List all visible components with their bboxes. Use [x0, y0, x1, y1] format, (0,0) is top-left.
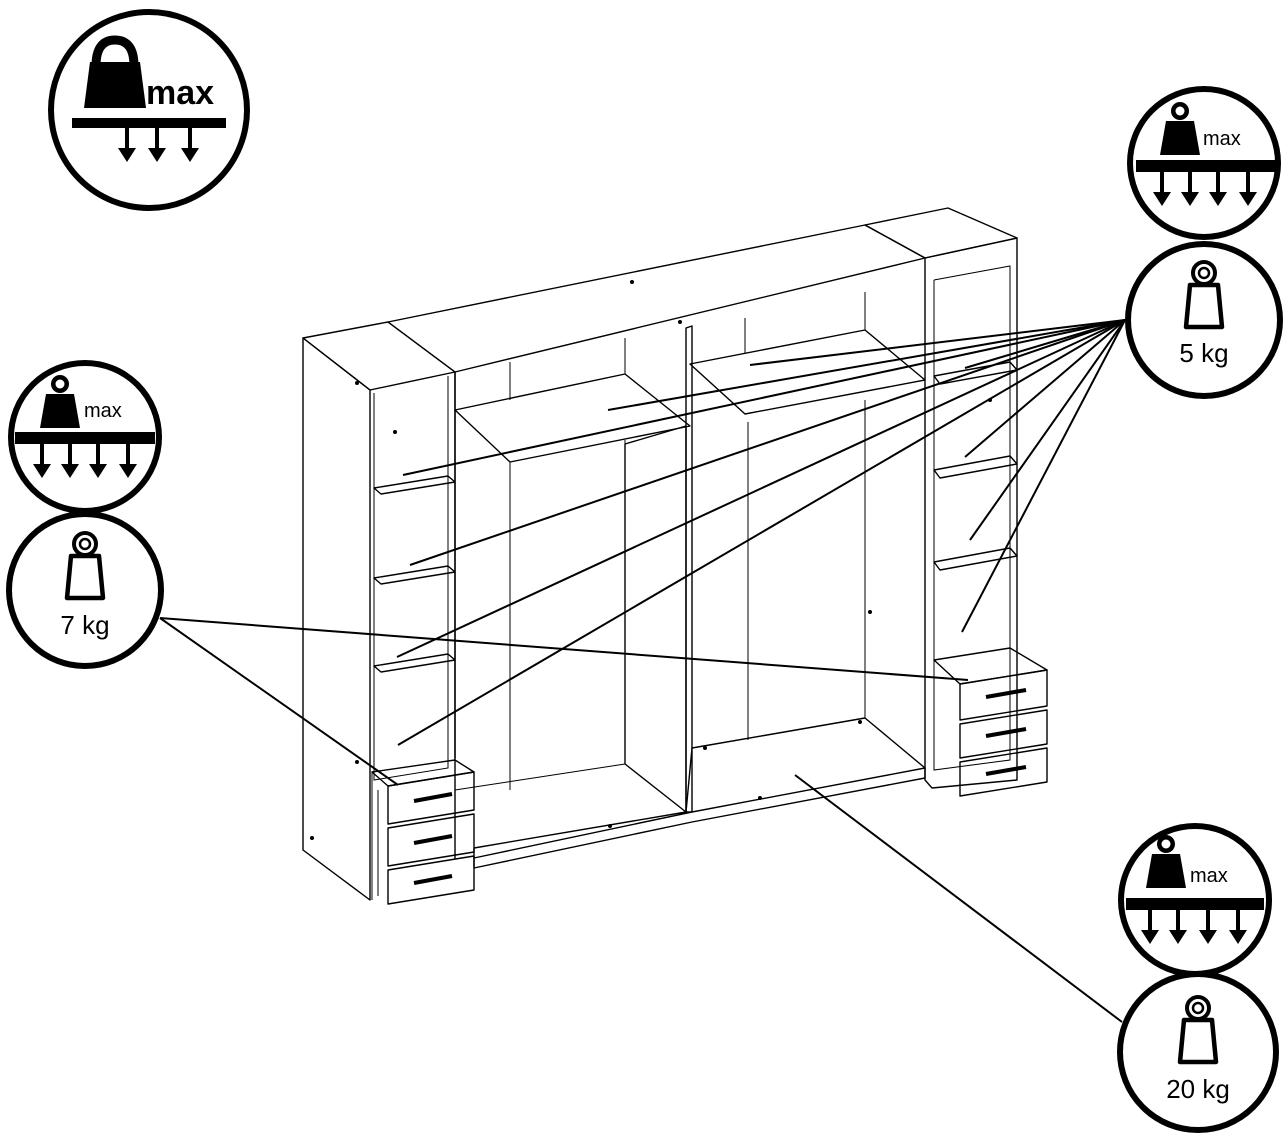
wardrobe-drawing: [302, 207, 1048, 905]
drawer-weight-badge: 7 kg: [6, 511, 164, 669]
screw-holes: [310, 280, 992, 840]
bottom-max-badge: max: [1118, 823, 1272, 977]
weight-outline-icon: [67, 533, 103, 598]
max-load-title-badge: max: [48, 9, 250, 211]
bottom-weight-label: 20 kg: [1166, 1074, 1230, 1104]
shelf-weight-badge: 5 kg: [1125, 241, 1283, 399]
leader-lines-bottom: [794, 774, 1123, 1023]
drawer-weight-label: 7 kg: [60, 610, 109, 640]
bottom-weight-badge: 20 kg: [1117, 971, 1279, 1133]
leader-lines-shelf: [396, 319, 1126, 746]
leader-lines-drawer: [159, 617, 969, 786]
weight-outline-icon: [1180, 997, 1216, 1062]
weight-outline-icon: [1186, 262, 1222, 327]
main-body: [387, 207, 1018, 869]
title-max-label: max: [146, 74, 214, 112]
drawer-max-label: max: [84, 400, 122, 422]
padlock-weight-icon: [84, 35, 146, 108]
shelf-max-badge: max: [1127, 86, 1281, 240]
left-drawers: [371, 759, 475, 905]
left-side-unit: [302, 321, 475, 905]
shelf-weight-label: 5 kg: [1179, 338, 1228, 368]
bottom-max-label: max: [1190, 865, 1228, 887]
drawer-max-badge: max: [8, 360, 162, 514]
shelf-max-label: max: [1203, 128, 1241, 150]
right-drawers: [933, 647, 1048, 797]
